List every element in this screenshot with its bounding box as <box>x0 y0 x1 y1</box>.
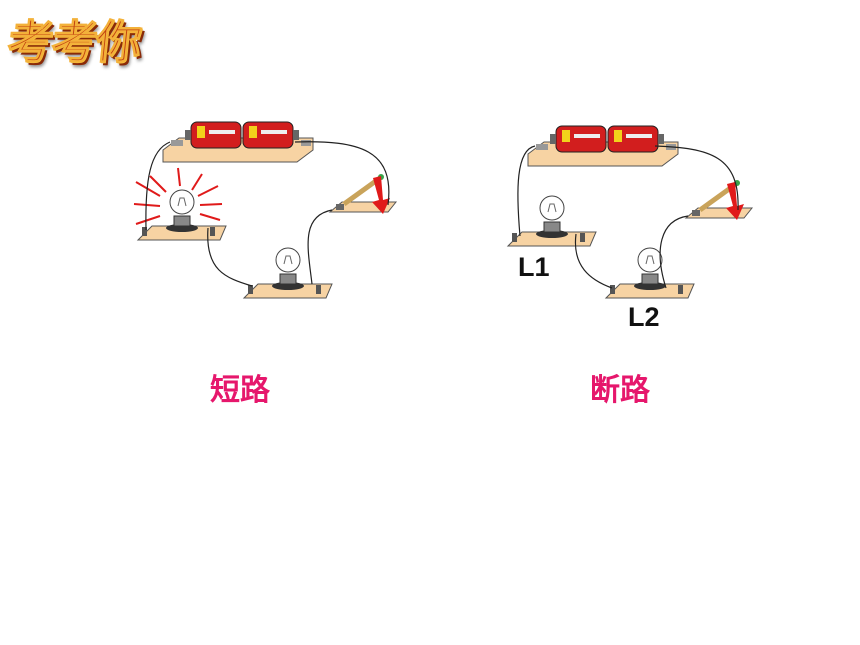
right-circuit <box>507 125 752 299</box>
short-circuit-caption: 短路 <box>210 373 270 408</box>
switch-arrow-icon <box>726 182 744 220</box>
switch-arrow-icon <box>372 176 390 214</box>
left-circuit <box>133 121 396 299</box>
bulb-l1-label: L1 <box>518 252 550 282</box>
glow-rays <box>133 167 223 225</box>
bulb-l2-label: L2 <box>628 302 660 332</box>
open-circuit-caption: 断路 <box>590 373 650 408</box>
